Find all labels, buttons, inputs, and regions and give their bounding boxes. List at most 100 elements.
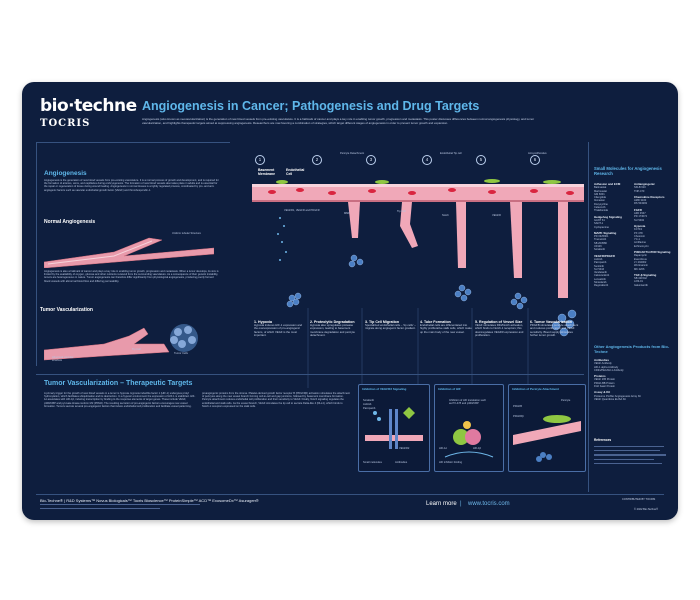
step-6: 6. Tumor Vascularization PDGFB stimulate…	[530, 320, 580, 338]
step-title: 6. Tumor Vascularization	[530, 320, 573, 324]
pericyte-label: Pericyte	[561, 399, 571, 402]
axitinib-label: Axitinib	[363, 403, 372, 406]
step-marker-1: 1	[255, 155, 265, 165]
product-group-heading: Assay & Kit	[594, 390, 611, 395]
mmp-label: MMP	[344, 212, 351, 215]
sidebar-item: GM 6001	[594, 192, 605, 196]
divider	[36, 494, 664, 495]
sidebar-item: SB 431542	[634, 277, 647, 281]
sidebar-item: Rapamycin	[634, 254, 647, 258]
panel-title: Inhibition of VEGFR2 Signaling	[362, 387, 407, 391]
sidebar-item: A 83-01	[634, 280, 643, 284]
sidebar-item: YC-1	[634, 238, 640, 242]
step-title: 3. Tip Cell Migration	[365, 320, 400, 324]
sidebar-group-heading: PI3K/AKT/mTOR Signaling	[634, 250, 671, 255]
notch-label: Notch	[442, 214, 449, 217]
sidebar-item: SU 5416	[594, 267, 605, 271]
poster: bio·techne TOCRIS Angiogenesis in Cancer…	[22, 82, 678, 520]
sidebar-group-heading: Chemokine Receptors	[634, 194, 665, 199]
sidebar-group-heading: VEGFR/PDGFR	[594, 253, 615, 258]
step-text: Specialized endothelial cells – 'tip cel…	[365, 323, 416, 331]
therapeutic-text-col1: A primary trigger for the growth of new …	[44, 392, 196, 408]
footer-fine-print	[40, 504, 200, 506]
abnormal-structure-label: Abnormal vascular structure	[52, 356, 74, 363]
step-5: 5. Regulation of Vessel Size VEGF stimul…	[475, 320, 527, 338]
product-item: VEGF 165 Protein	[594, 378, 616, 382]
product-group-heading: Antibodies	[594, 358, 609, 362]
page-title: Angiogenesis in Cancer; Pathogenesis and…	[142, 99, 480, 113]
step-title: 2. Proteolytic Degradation	[310, 320, 355, 324]
contributed-by: CONTRIBUTED BY TOCRIS	[622, 498, 656, 501]
step-text: VEGF stimulates Dll4/Notch activation, w…	[475, 323, 524, 338]
step-marker-2: 2	[312, 155, 322, 165]
sidebar-item: Ilomastat	[594, 199, 605, 203]
sidebar-item: PD 0325901	[594, 235, 609, 239]
footer-separator: |	[460, 501, 462, 507]
product-item: HIF-1 alpha Antibody	[594, 365, 619, 369]
product-item: FGF basic Protein	[594, 385, 615, 389]
learn-more-link[interactable]: Learn more	[426, 501, 457, 507]
sidebar-group-heading: Hypoxia	[634, 223, 646, 228]
sidebar-item: Batimastat	[594, 186, 607, 190]
sidebar-item: SANT-1	[594, 222, 604, 226]
uniform-structure-label: Uniform tubular Structure	[172, 232, 201, 235]
hallmark-text: Angiogenesis is also a hallmark of cance…	[44, 270, 219, 283]
sidebar-item: Echinomycin	[634, 244, 649, 248]
vegfr2-inhibition-panel: Inhibition of VEGFR2 Signaling Sorafenib…	[358, 384, 430, 472]
vegfr-right-label: VEGFR	[492, 214, 501, 217]
sidebar-item: Acriflavine	[634, 241, 646, 245]
normal-angiogenesis-heading: Normal Angiogenesis	[44, 219, 96, 225]
sidebar-item: MK 2206	[634, 267, 645, 271]
hif1a-label: HIF-1α	[439, 447, 447, 450]
hif-illustration	[444, 421, 494, 458]
step-marker-5: 5	[476, 155, 486, 165]
step-text: Hypoxia also upregulates protease expres…	[310, 323, 355, 338]
step-text: Hypoxia induces HIF-1 expression and the…	[254, 323, 303, 338]
sidebar-item: Galunisertib	[634, 283, 648, 287]
sidebar-item: PX 478	[634, 231, 643, 235]
tumor-cells-label: Tumor Cells	[174, 352, 188, 355]
sidebar-item: Thalidomide	[594, 209, 609, 213]
hif1b-label: HIF-1β	[473, 447, 481, 450]
step-marker-3: 3	[366, 155, 376, 165]
sidebar-item: SB 203580	[594, 241, 607, 245]
sidebar-item: Lenvatinib	[594, 277, 606, 281]
basement-membrane-label: Basement Membrane	[258, 168, 275, 176]
panel-title: Inhibition of Pericyte Attachment	[512, 387, 559, 391]
step-marker-6: 6	[530, 155, 540, 165]
product-item: Proteome Profiler Angiogenesis Array Kit	[594, 394, 641, 398]
divider	[588, 142, 589, 492]
sorafenib-label: Sorafenib	[363, 399, 375, 402]
copyright: © 2022 Bio-Techne®	[634, 508, 659, 511]
sidebar-group-heading: FGFR	[634, 207, 642, 212]
panel-title: Inhibition of HIF	[438, 387, 461, 391]
vegfr2-illustration	[365, 407, 423, 449]
sidebar-item: Cilengitide	[594, 196, 607, 200]
website-link[interactable]: www.tocris.com	[468, 501, 510, 507]
divider	[36, 142, 230, 143]
step-title: 1. Hypoxia	[254, 320, 272, 324]
pdgfrb-label: PDGFRβ	[513, 415, 524, 418]
step-marker-4: 4	[422, 155, 432, 165]
product-item: PDGF-BB Protein	[594, 381, 615, 385]
sidebar-item: Trametinib	[594, 238, 607, 242]
sidebar-item: TNP-470	[634, 189, 645, 193]
sidebar-item: Doxycycline	[594, 202, 608, 206]
brand-logo: bio·techne	[40, 96, 137, 116]
step-4: 4. Tube Formation Endothelial cells are …	[420, 320, 472, 334]
product-item: VEGF Quantikine ELISA Kit	[594, 397, 626, 401]
product-item: VEGF Antibody	[594, 362, 612, 366]
sidebar-heading: Small Molecules for Angiogenesis Researc…	[594, 166, 662, 176]
sidebar-item: Nintedanib	[594, 281, 607, 285]
sidebar-group-heading: Hedgehog Signaling	[594, 214, 622, 219]
sidebar-item: Everolimus	[634, 257, 647, 261]
therapeutic-text-col2: proangiogenic proteins from the stroma. …	[202, 392, 350, 408]
vegfr-label: VEGFR1, VEGFR and PDGFR	[284, 209, 320, 212]
angiogenesis-process-diagram	[252, 179, 584, 388]
sidebar-group-heading: Adhesion and ECM	[594, 182, 621, 186]
sidebar-item: Celecoxib	[594, 206, 606, 210]
divider	[36, 142, 37, 366]
brand-sub-logo: TOCRIS	[40, 118, 91, 129]
